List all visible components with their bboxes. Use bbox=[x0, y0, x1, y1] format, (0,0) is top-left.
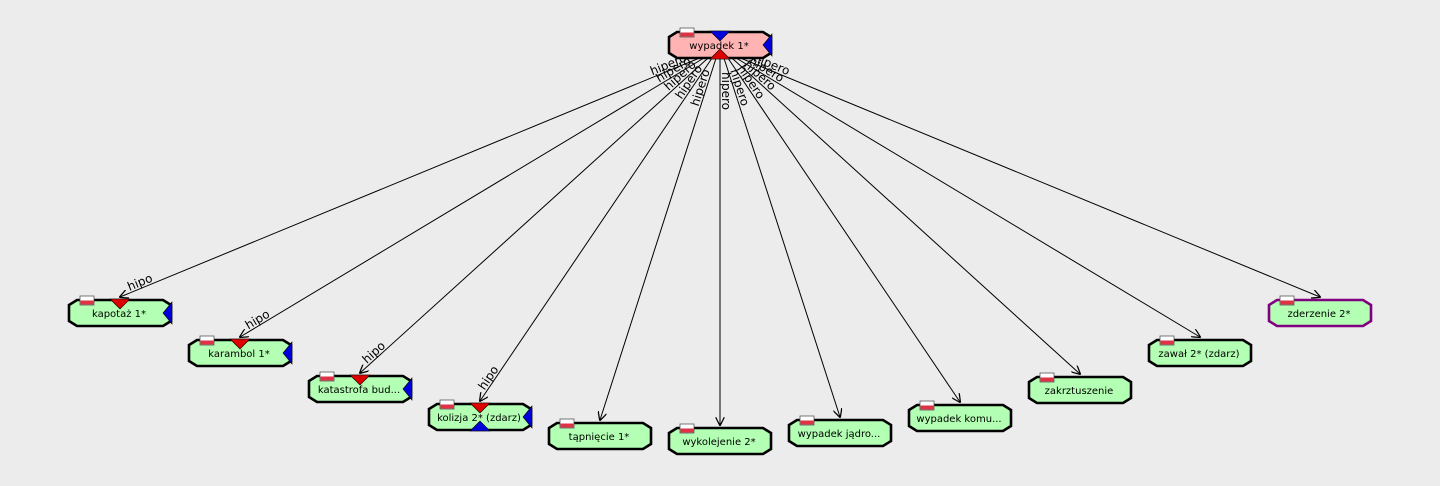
node-label: katastrofa bud... bbox=[318, 385, 400, 396]
expand-side-marker-icon[interactable] bbox=[162, 301, 173, 325]
node-label: tąpnięcie 1* bbox=[569, 432, 630, 443]
node-shape bbox=[907, 403, 1013, 433]
node-shape bbox=[667, 426, 773, 456]
node-shape bbox=[547, 421, 653, 451]
node-shape bbox=[427, 402, 533, 432]
node-label: zakrztuszenie bbox=[1045, 386, 1114, 397]
node-child-10[interactable]: zderzenie 2* bbox=[1267, 295, 1373, 328]
edge-line bbox=[726, 56, 960, 402]
node-child-2[interactable]: katastrofa bud... bbox=[307, 371, 413, 404]
edge-line bbox=[240, 56, 706, 337]
edge-line bbox=[730, 56, 1080, 374]
node-label: zawał 2* (zdarz) bbox=[1158, 349, 1239, 360]
edge-label-hipo: hipo bbox=[359, 339, 388, 367]
expand-down-marker-icon[interactable] bbox=[229, 338, 251, 350]
expand-side-marker-icon[interactable] bbox=[402, 377, 413, 401]
node-label: kapotaż 1* bbox=[92, 309, 146, 320]
expand-down-marker-icon[interactable] bbox=[109, 298, 131, 310]
node-label: zderzenie 2* bbox=[1287, 309, 1350, 320]
node-child-8[interactable]: zakrztuszenie bbox=[1027, 372, 1133, 405]
edge-line bbox=[480, 56, 714, 401]
expand-down-marker-icon[interactable] bbox=[349, 374, 371, 386]
language-flag-icon bbox=[919, 400, 935, 411]
language-flag-icon bbox=[1039, 372, 1055, 383]
edge-label-hipo: hipo bbox=[125, 271, 154, 294]
language-flag-icon bbox=[319, 371, 335, 382]
expand-side-marker-icon[interactable] bbox=[282, 341, 293, 365]
edge-line bbox=[737, 56, 1320, 297]
node-child-5[interactable]: wykolejenie 2* bbox=[667, 423, 773, 456]
node-shape bbox=[187, 338, 293, 368]
edge-line bbox=[723, 56, 840, 417]
node-shape bbox=[1027, 375, 1133, 405]
expand-side-marker-icon[interactable] bbox=[762, 33, 773, 57]
node-shape bbox=[1267, 298, 1373, 328]
node-label: wypadek 1* bbox=[689, 41, 748, 52]
language-flag-icon bbox=[559, 418, 575, 429]
node-root[interactable]: wypadek 1* bbox=[667, 27, 773, 60]
node-shape bbox=[307, 374, 413, 404]
edge-label-hipero: hipero bbox=[719, 72, 733, 110]
language-flag-icon bbox=[679, 423, 695, 434]
edges-layer bbox=[120, 56, 1320, 425]
node-shape bbox=[667, 30, 773, 60]
node-label: wykolejenie 2* bbox=[682, 437, 755, 448]
node-child-3[interactable]: kolizja 2* (zdarz) bbox=[427, 399, 533, 432]
language-flag-icon bbox=[679, 27, 695, 38]
edge-line bbox=[734, 56, 1200, 337]
node-shape bbox=[787, 418, 893, 448]
node-child-7[interactable]: wypadek komu... bbox=[907, 400, 1013, 433]
expand-up-marker-icon[interactable] bbox=[709, 48, 731, 60]
expand-down-marker-icon[interactable] bbox=[469, 402, 491, 414]
language-flag-icon bbox=[199, 335, 215, 346]
node-label: karambol 1* bbox=[208, 349, 270, 360]
edge-line bbox=[120, 56, 703, 297]
node-label: wypadek jądro... bbox=[798, 429, 881, 440]
node-label: kolizja 2* (zdarz) bbox=[437, 413, 521, 424]
language-flag-icon bbox=[799, 415, 815, 426]
language-flag-icon bbox=[79, 295, 95, 306]
node-child-1[interactable]: karambol 1* bbox=[187, 335, 293, 368]
language-flag-icon bbox=[1159, 335, 1175, 346]
node-child-0[interactable]: kapotaż 1* bbox=[67, 295, 173, 328]
nodes-layer: wypadek 1* kapotaż 1* karambol 1* katastrof… bbox=[67, 27, 1373, 456]
edge-label-hipo: hipo bbox=[243, 307, 272, 332]
node-label: wypadek komu... bbox=[916, 414, 1001, 425]
node-child-9[interactable]: zawał 2* (zdarz) bbox=[1147, 335, 1253, 368]
node-shape bbox=[1147, 338, 1253, 368]
edge-line bbox=[360, 56, 710, 373]
language-flag-icon bbox=[1279, 295, 1295, 306]
node-child-4[interactable]: tąpnięcie 1* bbox=[547, 418, 653, 451]
expand-side-marker-icon[interactable] bbox=[522, 405, 533, 429]
edge-label-hipo: hipo bbox=[475, 363, 501, 392]
node-child-6[interactable]: wypadek jądro... bbox=[787, 415, 893, 448]
edge-line bbox=[600, 56, 717, 420]
language-flag-icon bbox=[439, 399, 455, 410]
node-shape bbox=[67, 298, 173, 328]
expand-up-marker-icon[interactable] bbox=[469, 420, 491, 432]
expand-down-marker-icon[interactable] bbox=[709, 30, 731, 42]
